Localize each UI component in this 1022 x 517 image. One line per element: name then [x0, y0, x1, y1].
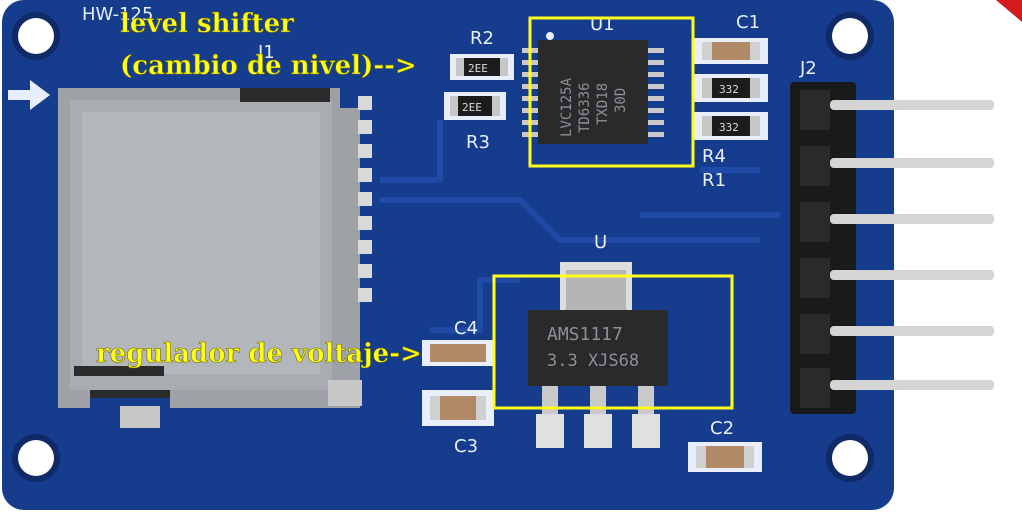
- svg-text:3.3 XJS68: 3.3 XJS68: [547, 351, 639, 371]
- resistor-r2: 2EE: [450, 54, 514, 80]
- microsd-socket: [58, 88, 372, 428]
- r4-label: R4: [702, 146, 726, 167]
- capacitor-c4: [422, 340, 494, 366]
- r2-label: R2: [470, 28, 494, 49]
- svg-text:TD6336: TD6336: [577, 82, 593, 133]
- insert-arrow-icon: [8, 80, 50, 110]
- r1-label: R1: [702, 170, 726, 191]
- socket-label: J1: [257, 42, 275, 63]
- resistor-r4: 332: [694, 74, 768, 102]
- c4-label: C4: [454, 318, 478, 339]
- svg-text:LVC125A: LVC125A: [559, 77, 575, 137]
- resistor-r1: 332: [694, 112, 768, 140]
- corner-mark: [996, 0, 1022, 22]
- capacitor-c2: [688, 442, 762, 472]
- regulator-annotation: regulador de voltaje->: [96, 339, 422, 369]
- level-shifter-highlight: [528, 16, 695, 168]
- resistor-r3: 2EE: [444, 92, 506, 120]
- svg-text:332: 332: [719, 83, 739, 96]
- regulator-highlight: [492, 274, 734, 410]
- svg-text:30D: 30D: [613, 88, 629, 113]
- level-shifter-annotation-line2: (cambio de nivel)-->: [120, 51, 417, 81]
- capacitor-c3: [422, 390, 494, 426]
- capacitor-c1: [694, 38, 768, 64]
- svg-text:TXD18: TXD18: [595, 83, 611, 125]
- c3-label: C3: [454, 436, 478, 457]
- pin-header-j2: [790, 82, 994, 414]
- c1-label: C1: [736, 12, 760, 33]
- model-label: HW-125: [82, 4, 153, 25]
- c2-label: C2: [710, 418, 734, 439]
- svg-text:2EE: 2EE: [468, 62, 488, 75]
- r3-label: R3: [466, 132, 490, 153]
- svg-text:332: 332: [719, 121, 739, 134]
- header-label: J2: [799, 58, 817, 79]
- u1-chip: LVC125A TD6336 TXD18 30D: [522, 32, 664, 144]
- mounting-holes: [12, 12, 874, 482]
- svg-text:2EE: 2EE: [462, 101, 482, 114]
- u-label: U: [594, 232, 607, 253]
- pcb-traces: [380, 87, 780, 333]
- level-shifter-annotation-line1: level shifter: [120, 9, 294, 39]
- svg-text:AMS1117: AMS1117: [547, 324, 623, 345]
